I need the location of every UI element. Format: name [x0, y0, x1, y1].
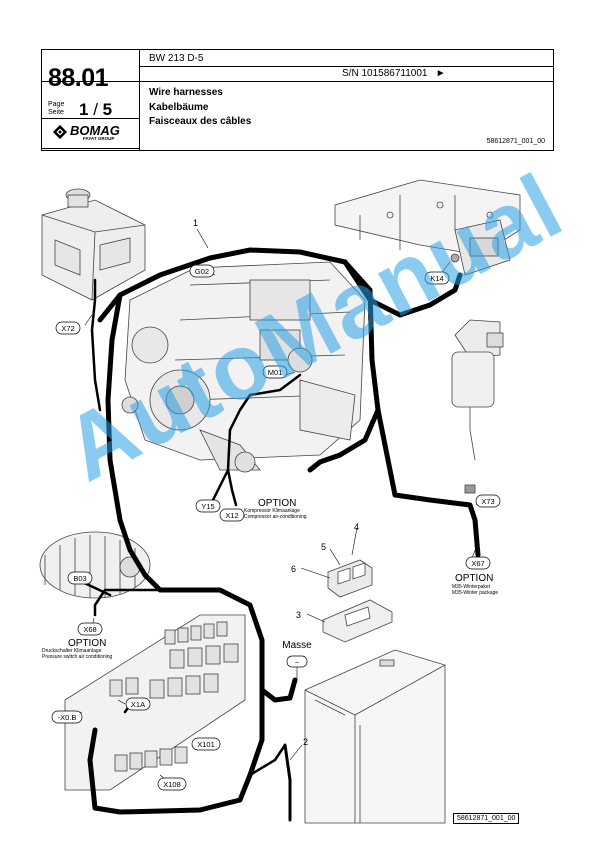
option-line-de: M35-Winterpaket [452, 584, 491, 590]
callout-text: X101 [197, 740, 215, 749]
header-divider [139, 66, 553, 67]
alternator-illustration [39, 531, 151, 599]
callout-text: -X0.B [58, 713, 77, 722]
callout-text: X67 [471, 559, 484, 568]
option-line-en: Pressure switch air conditioning [42, 654, 113, 660]
item-number-5: 5 [321, 542, 326, 552]
callout-m01: M01 [262, 365, 288, 379]
model-name: BW 213 D-5 [149, 53, 204, 64]
callout-x72: X72 [55, 321, 81, 335]
arrow-right-icon: ► [435, 68, 446, 79]
item-number-1: 1 [193, 218, 198, 228]
option-winter-package: OPTION M35-Winterpaket M35-Winter packag… [452, 573, 498, 596]
item-number-6: 6 [291, 564, 296, 574]
item-number-3: 3 [296, 610, 301, 620]
option-line-de: Kompressor Klimaanlage [244, 508, 300, 514]
callout-text: G02 [195, 267, 209, 276]
page-total: 5 [102, 100, 113, 119]
callout-b03: B03 [67, 571, 93, 585]
page-label: Page Seite [48, 101, 64, 117]
callout-text: X108 [163, 780, 181, 789]
wire-harness [76, 247, 481, 822]
callout-text: K14 [430, 274, 443, 283]
page-title: Wire harnesses Kabelbäume Faisceaux des … [149, 86, 251, 130]
callout-text: B03 [73, 574, 86, 583]
item-number-2: 2 [303, 737, 308, 747]
page-indicator: 1 / 5 [79, 100, 112, 120]
bomag-logo-icon [52, 124, 68, 140]
header-reference: 58612871_001_00 [486, 138, 545, 145]
title-fr: Faisceaux des câbles [149, 116, 252, 127]
callout-x67: X67 [465, 556, 491, 570]
masse-ground-symbol: − Masse [282, 640, 312, 668]
callout-x68: X68 [77, 622, 103, 636]
fuel-filter-illustration [451, 319, 504, 494]
expansion-tank-illustration [41, 188, 146, 301]
bracket-ecu-illustration [334, 179, 521, 276]
option-line-en: Compressor air-conditioning [244, 514, 307, 520]
callout-x12: X12 [219, 508, 245, 522]
callout-text: Y15 [201, 502, 214, 511]
logo-wordmark: BOMAG [70, 123, 120, 138]
option-pressure-switch: OPTION Druckschalter Klimaanlage Pressur… [42, 638, 113, 660]
callout-x108: X108 [157, 777, 187, 791]
logo-subtitle: FAYAT GROUP [83, 136, 115, 141]
relay-parts-illustration [322, 559, 393, 643]
option-line-de: Druckschalter Klimaanlage [42, 648, 102, 654]
callout-x101: X101 [191, 737, 221, 751]
item-number-4: 4 [354, 522, 359, 532]
header-block: BW 213 D-5 S/N 101586711001 ► 88.01 Page… [41, 49, 554, 151]
page-label-en: Page [48, 101, 65, 108]
page-label-de: Seite [48, 109, 64, 116]
header-divider [42, 81, 553, 82]
callout-text: X12 [225, 511, 238, 520]
document-number: 88.01 [48, 64, 109, 92]
callout-text: X72 [61, 324, 74, 333]
title-en: Wire harnesses [149, 87, 223, 98]
callout-x0b: -X0.B [51, 710, 83, 724]
callout-text: X73 [481, 497, 494, 506]
page-current: 1 [79, 100, 89, 119]
option-title: OPTION [455, 573, 493, 584]
header-divider [42, 118, 139, 119]
serial-text: S/N 101586711001 [342, 68, 428, 79]
header-divider [42, 148, 139, 149]
fuse-relay-board-illustration [64, 614, 246, 791]
header-divider [139, 50, 140, 150]
callout-x1a: X1A [125, 697, 151, 711]
callout-x73: X73 [475, 494, 501, 508]
option-title: OPTION [68, 638, 106, 649]
title-de: Kabelbäume [149, 101, 209, 113]
callout-text: M01 [268, 368, 283, 377]
cabinet-illustration [304, 649, 446, 824]
callout-text: X68 [83, 625, 96, 634]
engine-illustration [121, 261, 366, 473]
page-separator: / [93, 100, 98, 119]
footer-reference: 58612871_001_00 [453, 813, 520, 824]
option-compressor: OPTION Kompressor Klimaanlage Compressor… [244, 498, 307, 520]
bomag-logo: BOMAG FAYAT GROUP [50, 122, 135, 144]
masse-symbol: − [295, 658, 300, 667]
callout-y15: Y15 [195, 499, 221, 513]
option-title: OPTION [258, 498, 296, 509]
callout-text: X1A [131, 700, 145, 709]
callout-g02: G02 [189, 264, 215, 278]
option-line-en: M35-Winter package [452, 590, 498, 596]
serial-number: S/N 101586711001 ► [342, 68, 446, 79]
masse-label: Masse [282, 640, 312, 651]
callout-k14: K14 [424, 271, 450, 285]
